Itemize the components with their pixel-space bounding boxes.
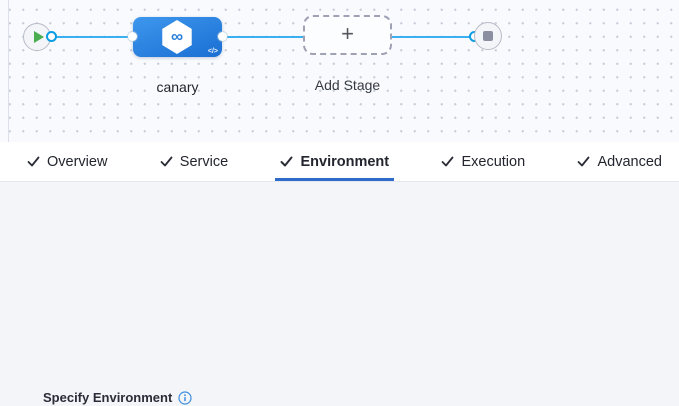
edge-stage-to-addstage <box>222 36 304 38</box>
tab-environment[interactable]: Environment <box>275 142 394 181</box>
add-stage-node[interactable]: + <box>303 15 392 55</box>
edge-addstage-to-end <box>392 36 475 38</box>
tab-advanced[interactable]: Advanced <box>572 142 667 181</box>
plus-icon: + <box>341 21 354 46</box>
tab-label: Environment <box>300 153 390 170</box>
check-icon <box>27 156 40 167</box>
stage-config-tabbar: Overview Service Environment Execution A… <box>0 142 679 182</box>
canvas-left-divider <box>8 0 9 142</box>
environment-tab-content: Specify Environment Σx Back Continue <box>0 182 679 406</box>
check-icon <box>280 156 293 167</box>
tab-service[interactable]: Service <box>155 142 233 181</box>
check-icon <box>578 156 590 167</box>
edge-start-to-stage <box>51 36 134 38</box>
tab-label: Overview <box>47 153 108 170</box>
stage-out-port[interactable] <box>218 32 227 41</box>
tab-label: Execution <box>461 153 526 170</box>
check-icon <box>160 156 173 167</box>
deployment-hexagon-icon: ∞ <box>162 20 192 54</box>
pipeline-end-node[interactable] <box>474 22 502 50</box>
tab-label: Advanced <box>597 153 662 170</box>
code-icon: </> <box>207 48 218 55</box>
start-node-out-port[interactable] <box>46 31 57 42</box>
field-label-text: Specify Environment <box>43 390 173 405</box>
tab-label: Service <box>179 153 229 170</box>
stage-in-port[interactable] <box>128 32 137 41</box>
add-stage-label: Add Stage <box>314 77 381 93</box>
check-icon <box>442 156 454 167</box>
stage-name-label: canary <box>156 79 199 95</box>
tab-execution[interactable]: Execution <box>436 142 530 181</box>
tab-overview[interactable]: Overview <box>22 142 112 181</box>
play-icon <box>34 31 44 43</box>
specify-environment-label: Specify Environment <box>43 390 192 405</box>
stop-icon <box>483 31 493 41</box>
infinity-icon: ∞ <box>170 27 184 46</box>
stage-node-canary[interactable]: ∞ </> <box>133 17 222 57</box>
info-icon[interactable] <box>178 390 192 405</box>
pipeline-canvas[interactable]: ∞ </> + canary Add Stage <box>0 0 679 142</box>
